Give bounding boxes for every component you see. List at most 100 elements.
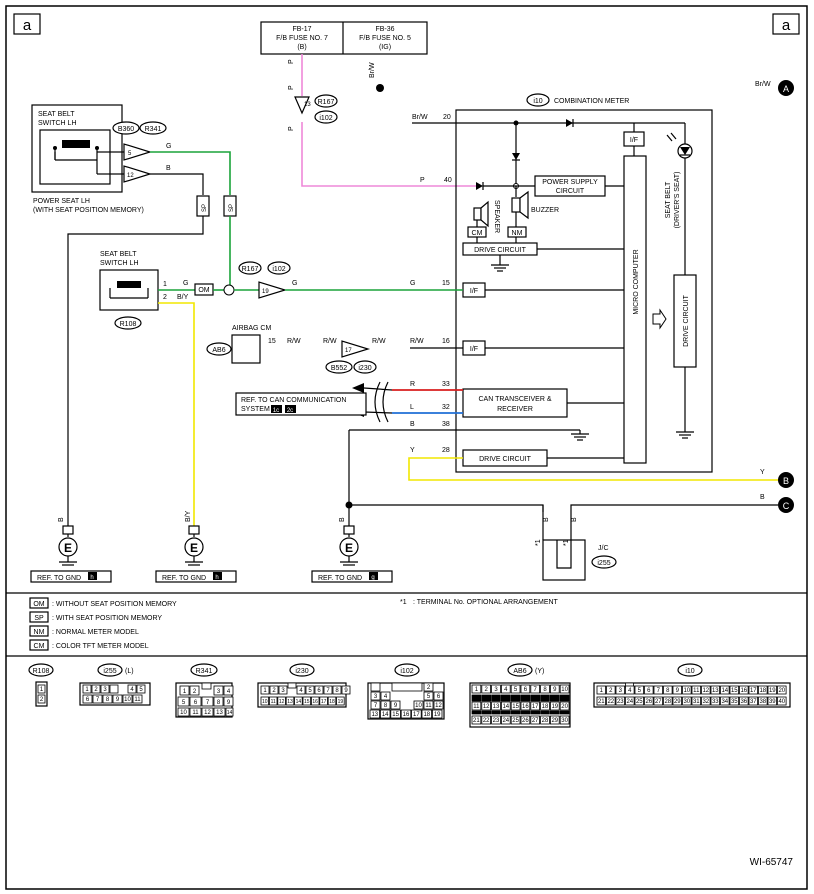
svg-text:15: 15 (392, 712, 399, 718)
svg-text:A: A (783, 84, 789, 94)
connector-b360-r341: B360 R341 5 12 (112, 121, 167, 183)
svg-text:P: P (420, 177, 425, 184)
svg-text:4: 4 (504, 687, 508, 693)
svg-text:19: 19 (769, 688, 776, 694)
svg-text:7: 7 (326, 688, 330, 694)
svg-text:27: 27 (532, 718, 539, 724)
svg-text:13: 13 (371, 712, 378, 718)
svg-text:REF. TO GND: REF. TO GND (318, 575, 362, 582)
svg-text:: COLOR TFT METER MODEL: : COLOR TFT METER MODEL (52, 643, 149, 650)
svg-text:8: 8 (384, 703, 388, 709)
svg-text:30: 30 (561, 718, 568, 724)
svg-text:7: 7 (96, 697, 100, 703)
svg-text:3: 3 (494, 687, 498, 693)
svg-text:17: 17 (321, 699, 327, 705)
svg-text:G: G (183, 280, 188, 287)
svg-text:Br/W: Br/W (369, 62, 376, 78)
svg-text:B: B (410, 421, 415, 428)
svg-text:BUZZER: BUZZER (531, 207, 559, 214)
svg-text:12: 12 (435, 703, 442, 709)
svg-text:SPEAKER: SPEAKER (493, 200, 500, 233)
meter-ground-38: B 38 (349, 421, 589, 441)
svg-text:Y: Y (410, 447, 415, 454)
micro-computer: MICRO COMPUTER (623, 155, 647, 464)
svg-text:40: 40 (778, 699, 785, 705)
svg-text:CAN TRANSCEIVER &: CAN TRANSCEIVER & (479, 396, 552, 403)
seat-belt-indicator: SEAT BELT (DRIVER'S SEAT) DRIVE CIRCUIT (634, 122, 697, 439)
svg-text:3: 3 (103, 687, 107, 693)
wire-yellow-y: Y 28 Y B (408, 447, 794, 488)
svg-text:9: 9 (394, 703, 398, 709)
svg-text:DRIVE CIRCUIT: DRIVE CIRCUIT (683, 294, 690, 346)
svg-text:17: 17 (532, 704, 539, 710)
svg-text:REF. TO GND: REF. TO GND (37, 575, 81, 582)
airbag-cm: AIRBAG CM AB6 15 R/W (206, 325, 301, 364)
svg-text:12: 12 (483, 704, 490, 710)
svg-text:4: 4 (628, 688, 632, 694)
svg-text:7: 7 (374, 703, 378, 709)
svg-text:E: E (64, 541, 72, 555)
svg-text:6: 6 (317, 688, 321, 694)
svg-text:i255: i255 (103, 668, 116, 675)
svg-text:10: 10 (262, 699, 268, 705)
svg-text:F/B FUSE NO. 5: F/B FUSE NO. 5 (359, 35, 411, 42)
svg-text:12: 12 (702, 688, 709, 694)
svg-text:i10: i10 (533, 98, 542, 105)
svg-text:10: 10 (180, 710, 187, 716)
svg-text:1: 1 (600, 688, 604, 694)
svg-text:26: 26 (522, 718, 529, 724)
svg-text:23: 23 (493, 718, 500, 724)
svg-text:20: 20 (443, 114, 451, 121)
svg-text:G: G (410, 280, 415, 287)
svg-text:(Y): (Y) (535, 668, 544, 675)
svg-text:40: 40 (444, 177, 452, 184)
svg-text:34: 34 (721, 699, 728, 705)
svg-text:8: 8 (543, 687, 547, 693)
svg-text:6: 6 (437, 694, 441, 700)
svg-text:F/B FUSE NO. 7: F/B FUSE NO. 7 (276, 35, 328, 42)
svg-text:*1: *1 (400, 599, 407, 606)
svg-text:24: 24 (502, 718, 509, 724)
wire-black-top: B SP B (58, 165, 210, 530)
svg-text:Br/W: Br/W (755, 81, 771, 88)
svg-text:13: 13 (287, 699, 293, 705)
svg-text:12: 12 (279, 699, 285, 705)
svg-text:13: 13 (712, 688, 719, 694)
svg-text:5: 5 (514, 687, 518, 693)
svg-text:R/W: R/W (372, 338, 386, 345)
svg-text:B: B (543, 517, 550, 522)
svg-text:SWITCH LH: SWITCH LH (100, 260, 139, 267)
wire-ground-38: B (339, 430, 544, 532)
svg-text:13: 13 (304, 102, 311, 108)
svg-text:R/W: R/W (410, 338, 424, 345)
wire-green-mid: G OM R167 i102 19 G G 15 (158, 261, 463, 299)
svg-text:E: E (345, 541, 353, 555)
svg-text:14: 14 (382, 712, 389, 718)
svg-text:8: 8 (666, 688, 670, 694)
svg-text:5: 5 (427, 694, 431, 700)
svg-text:10: 10 (561, 687, 568, 693)
svg-text:REF. TO GND: REF. TO GND (162, 575, 206, 582)
svg-text:13: 13 (216, 710, 223, 716)
svg-text:25: 25 (636, 699, 643, 705)
svg-text:19: 19 (262, 289, 269, 295)
svg-text:11: 11 (192, 710, 199, 716)
svg-text:1c: 1c (273, 408, 279, 414)
seat-belt-switch-r108: SEAT BELT SWITCH LH R108 1 2 (99, 251, 167, 330)
svg-text:33: 33 (442, 381, 450, 388)
svg-text:18: 18 (542, 704, 549, 710)
svg-text:CIRCUIT: CIRCUIT (556, 188, 585, 195)
svg-text:24: 24 (626, 699, 633, 705)
svg-text:11: 11 (271, 699, 276, 705)
svg-text:9: 9 (344, 688, 348, 694)
svg-text:10: 10 (415, 703, 422, 709)
svg-text:18: 18 (423, 712, 430, 718)
ground-1: E REF. TO GND h (30, 525, 112, 583)
svg-text:I/F: I/F (470, 288, 478, 295)
svg-text:5: 5 (182, 700, 186, 706)
svg-text:16: 16 (312, 699, 318, 705)
svg-text:11: 11 (693, 688, 700, 694)
svg-text:POWER SUPPLY: POWER SUPPLY (542, 179, 598, 186)
svg-text:i255: i255 (597, 560, 610, 567)
